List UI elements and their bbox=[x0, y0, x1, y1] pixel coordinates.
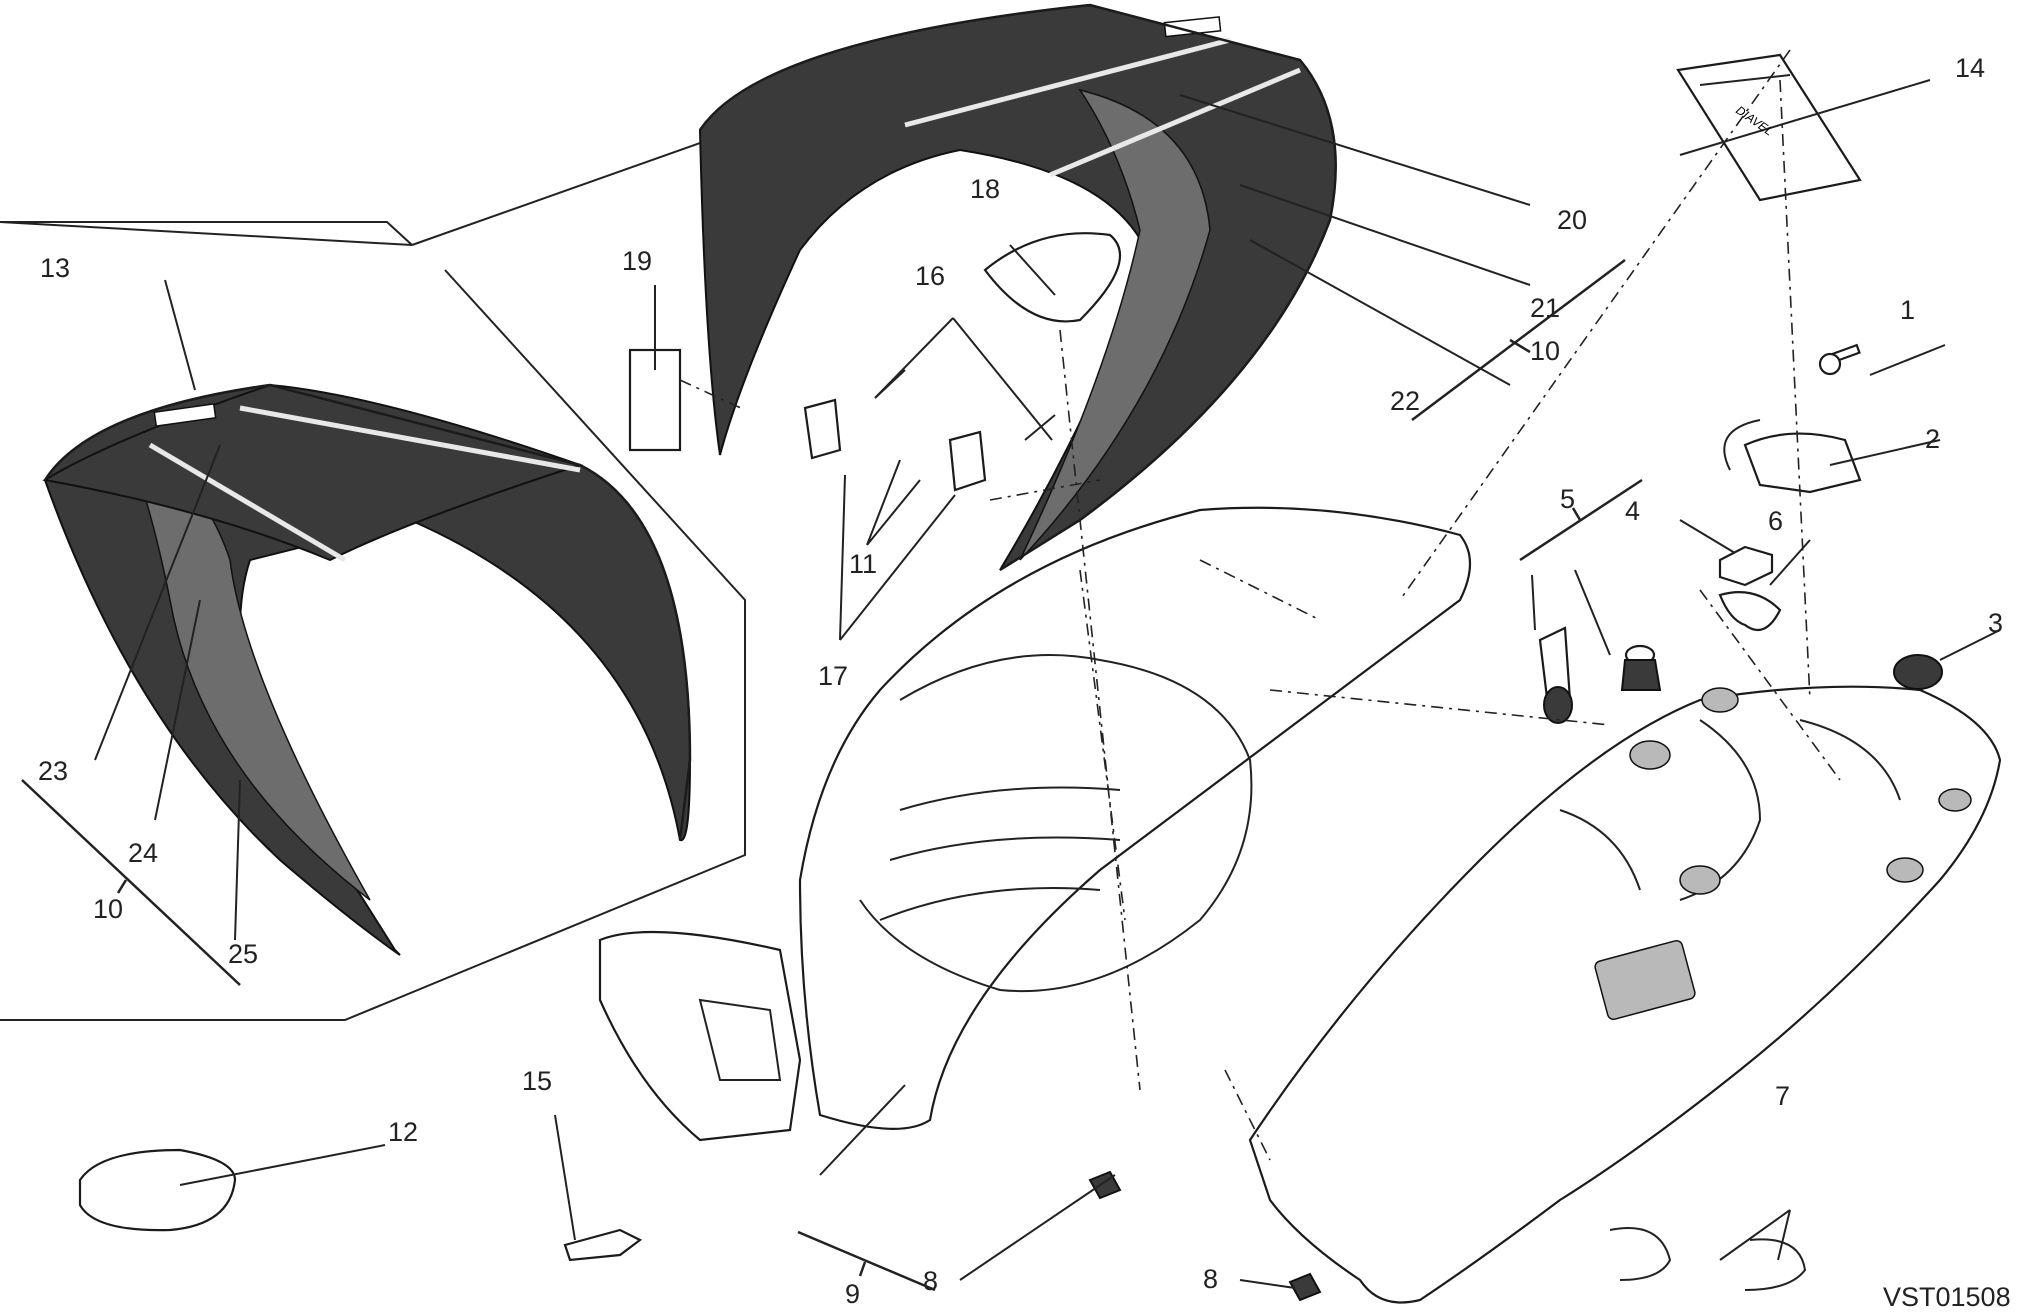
part-pins-16 bbox=[874, 369, 1056, 441]
callout-17: 17 bbox=[818, 661, 848, 691]
callout-5: 5 bbox=[1560, 484, 1575, 514]
seat-main bbox=[598, 506, 1471, 1142]
callout-16: 16 bbox=[915, 261, 945, 291]
part-grommet-3 bbox=[1893, 654, 1943, 690]
seat-cover-main bbox=[698, 3, 1337, 572]
rear-subframe bbox=[1248, 685, 2002, 1304]
part-clip-6 bbox=[1718, 591, 1782, 632]
part-latch-bracket-2 bbox=[1723, 419, 1862, 494]
callout-2: 2 bbox=[1925, 424, 1940, 454]
callout-14: 14 bbox=[1955, 53, 1985, 83]
callout-6: 6 bbox=[1768, 506, 1783, 536]
logo-badge-inset bbox=[153, 403, 217, 427]
bracket-10-right bbox=[1411, 259, 1626, 421]
part-pad-12 bbox=[78, 1148, 237, 1232]
inset-frame bbox=[0, 119, 766, 1021]
callout-11: 11 bbox=[849, 549, 877, 579]
bracket-5 bbox=[1519, 478, 1643, 562]
drawing-code: VST01508 bbox=[1883, 1282, 2011, 1312]
callout-21: 21 bbox=[1530, 293, 1560, 323]
part-cables-7 bbox=[1609, 1227, 1807, 1291]
bracket-10-left bbox=[21, 779, 241, 986]
leader-lines bbox=[94, 79, 2001, 1289]
callout-1: 1 bbox=[1900, 295, 1915, 325]
callout-9: 9 bbox=[845, 1279, 860, 1309]
part-plate-18 bbox=[983, 232, 1122, 323]
callout-13: 13 bbox=[40, 253, 70, 283]
callout-3: 3 bbox=[1988, 608, 2003, 638]
callout-10a: 10 bbox=[1530, 336, 1560, 366]
part-hook-15 bbox=[563, 1228, 643, 1262]
callout-8a: 8 bbox=[923, 1266, 938, 1296]
callout-8b: 8 bbox=[1203, 1264, 1218, 1294]
callout-19: 19 bbox=[622, 246, 652, 276]
logo-badge-main bbox=[1163, 16, 1222, 38]
callout-4: 4 bbox=[1625, 496, 1640, 526]
callout-15: 15 bbox=[522, 1066, 552, 1096]
part-pad-8a bbox=[1088, 1170, 1122, 1200]
callout-18: 18 bbox=[970, 174, 1000, 204]
bracket-9 bbox=[797, 1230, 936, 1292]
callout-20: 20 bbox=[1557, 205, 1587, 235]
part-pad-8b bbox=[1288, 1272, 1322, 1302]
part-screw-1 bbox=[1818, 343, 1861, 376]
part-nut-4 bbox=[1718, 545, 1774, 587]
callout-24: 24 bbox=[128, 838, 158, 868]
assembly-lines bbox=[679, 49, 1841, 1161]
part-hinges-17 bbox=[803, 398, 987, 492]
callout-22: 22 bbox=[1390, 386, 1420, 416]
callout-7: 7 bbox=[1775, 1081, 1790, 1111]
callout-12: 12 bbox=[388, 1117, 418, 1147]
part-key-lock-5 bbox=[1538, 626, 1662, 724]
callout-25: 25 bbox=[228, 939, 258, 969]
callout-23: 23 bbox=[38, 756, 68, 786]
callout-10b: 10 bbox=[93, 894, 123, 924]
seat-cover-inset bbox=[42, 383, 692, 956]
